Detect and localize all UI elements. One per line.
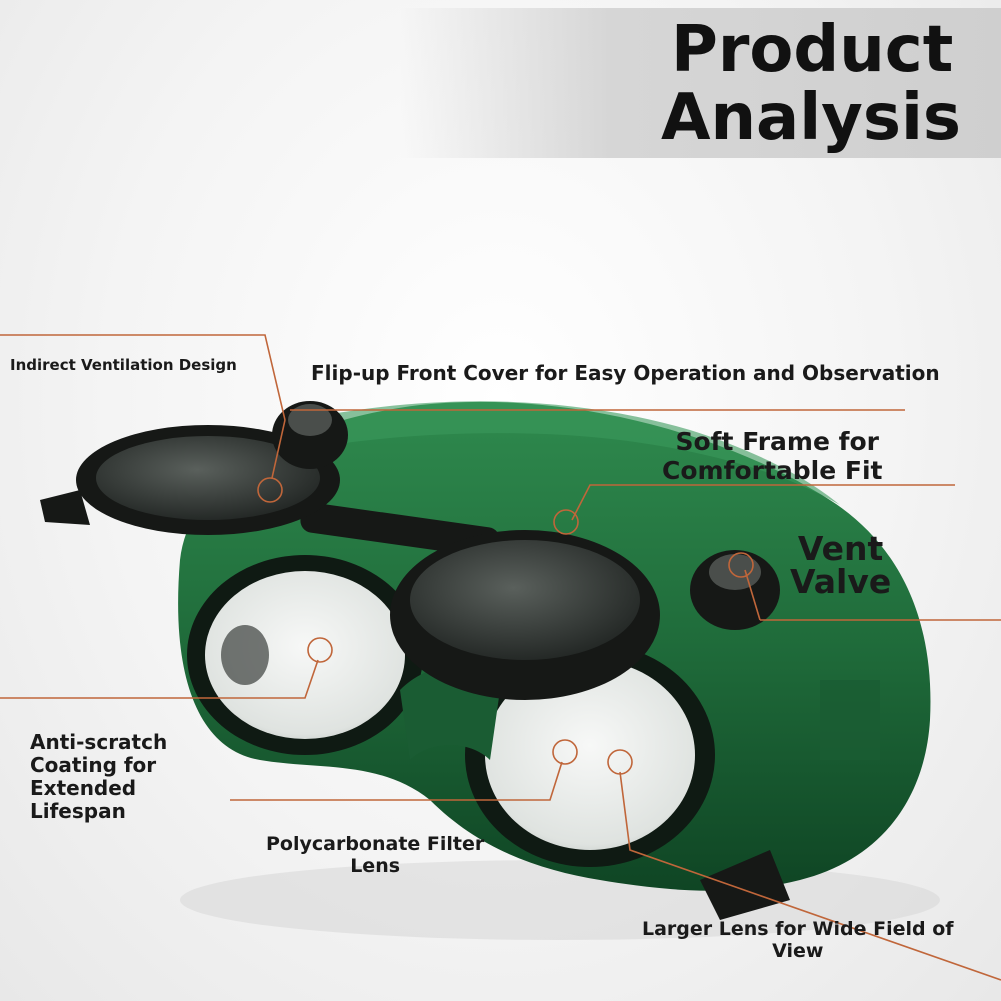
callout-dot-frame bbox=[553, 509, 579, 535]
callout-dot-ventilation bbox=[257, 477, 283, 503]
label-polycarbonate-line2: Lens bbox=[350, 854, 401, 877]
label-larger-lens-line1: Larger Lens for Wide Field of bbox=[642, 918, 954, 940]
label-soft-frame: Soft Frame for Comfortable Fit bbox=[662, 427, 883, 486]
right-flip-lens bbox=[410, 540, 640, 660]
right-clear-lens bbox=[485, 660, 695, 850]
label-polycarbonate-line1: Polycarbonate Filter bbox=[266, 833, 485, 855]
left-lens-shadow bbox=[221, 625, 269, 685]
label-polycarbonate-lens: Polycarbonate Filter Lens bbox=[266, 833, 485, 878]
hinge-bar bbox=[300, 502, 500, 558]
callout-dot-coating bbox=[307, 637, 333, 663]
title-line-2: Analysis bbox=[660, 81, 961, 155]
frame-highlight bbox=[300, 401, 840, 505]
callout-dot-valve bbox=[728, 552, 754, 578]
strap-clip bbox=[700, 850, 790, 920]
callout-lines bbox=[0, 334, 1001, 981]
label-anti-scratch-line4: Lifespan bbox=[30, 799, 126, 823]
label-anti-scratch: Anti-scratch Coating for Extended Lifesp… bbox=[30, 731, 167, 823]
left-clear-lens bbox=[205, 571, 405, 739]
callout-dot-view bbox=[607, 749, 633, 775]
label-vent-valve-line1: Vent bbox=[797, 529, 884, 568]
header-band bbox=[400, 8, 1001, 158]
vent-valve-left bbox=[272, 401, 348, 469]
label-soft-frame-line1: Soft Frame for bbox=[675, 427, 879, 456]
label-anti-scratch-line1: Anti-scratch bbox=[30, 730, 168, 754]
vent-valve-right bbox=[690, 550, 780, 630]
title-line-1: Product bbox=[670, 13, 954, 87]
left-flip-lens bbox=[96, 436, 320, 520]
side-panel bbox=[820, 680, 880, 760]
label-larger-lens-line2: View bbox=[772, 939, 824, 962]
callout-dot-lens bbox=[552, 739, 578, 765]
label-vent-valve-line2: Valve bbox=[790, 562, 892, 601]
label-vent-valve: Vent Valve bbox=[790, 532, 891, 598]
label-flip-up-cover: Flip-up Front Cover for Easy Operation a… bbox=[311, 361, 940, 385]
page-title: Product Analysis bbox=[661, 18, 961, 150]
flip-tab bbox=[40, 490, 90, 525]
label-larger-lens: Larger Lens for Wide Field of View bbox=[642, 918, 954, 963]
label-indirect-ventilation: Indirect Ventilation Design bbox=[10, 356, 237, 374]
label-anti-scratch-line2: Coating for bbox=[30, 753, 157, 777]
label-anti-scratch-line3: Extended bbox=[30, 776, 137, 800]
label-soft-frame-line2: Comfortable Fit bbox=[662, 455, 883, 485]
